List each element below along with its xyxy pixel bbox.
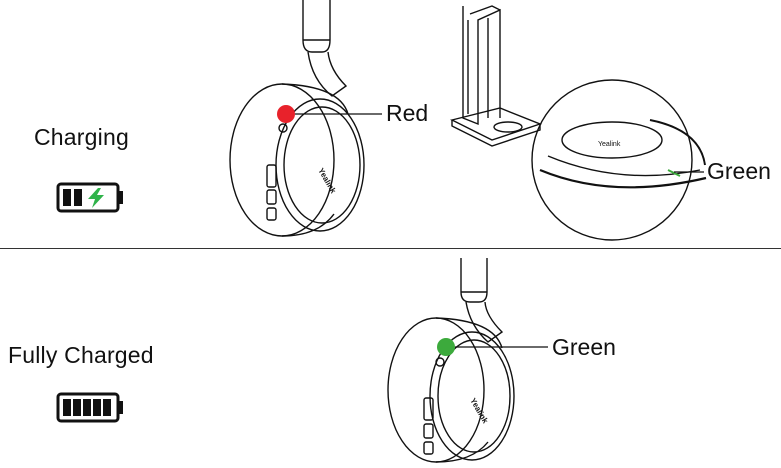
headset-illustration: Yealink <box>229 0 365 237</box>
green-callout-label-charging: Green <box>707 158 771 184</box>
svg-text:Yealink: Yealink <box>598 141 621 148</box>
green-led-indicator-full <box>437 338 455 356</box>
fully-charged-diagram: Yealink <box>56 258 548 463</box>
fully-charged-state-label: Fully Charged <box>8 342 154 368</box>
section-divider <box>0 248 781 249</box>
headset-illustration-full: Yealink <box>387 258 515 463</box>
green-callout-label-full: Green <box>552 334 616 360</box>
battery-charging-icon <box>56 182 123 213</box>
red-led-indicator <box>277 105 295 123</box>
charging-diagram: Yealink Yealink <box>56 0 707 241</box>
charging-stand-illustration <box>449 5 543 147</box>
fully-charged-section: Fully Charged Yealink <box>0 250 781 468</box>
charging-section: Charging Yealink <box>34 0 771 241</box>
charging-pad-zoom-illustration: Yealink <box>531 79 707 241</box>
green-led-indicator <box>667 169 681 177</box>
red-callout-label: Red <box>386 100 429 126</box>
charging-state-label: Charging <box>34 124 129 150</box>
svg-text:Yealink: Yealink <box>316 167 338 196</box>
battery-full-icon <box>56 392 123 423</box>
